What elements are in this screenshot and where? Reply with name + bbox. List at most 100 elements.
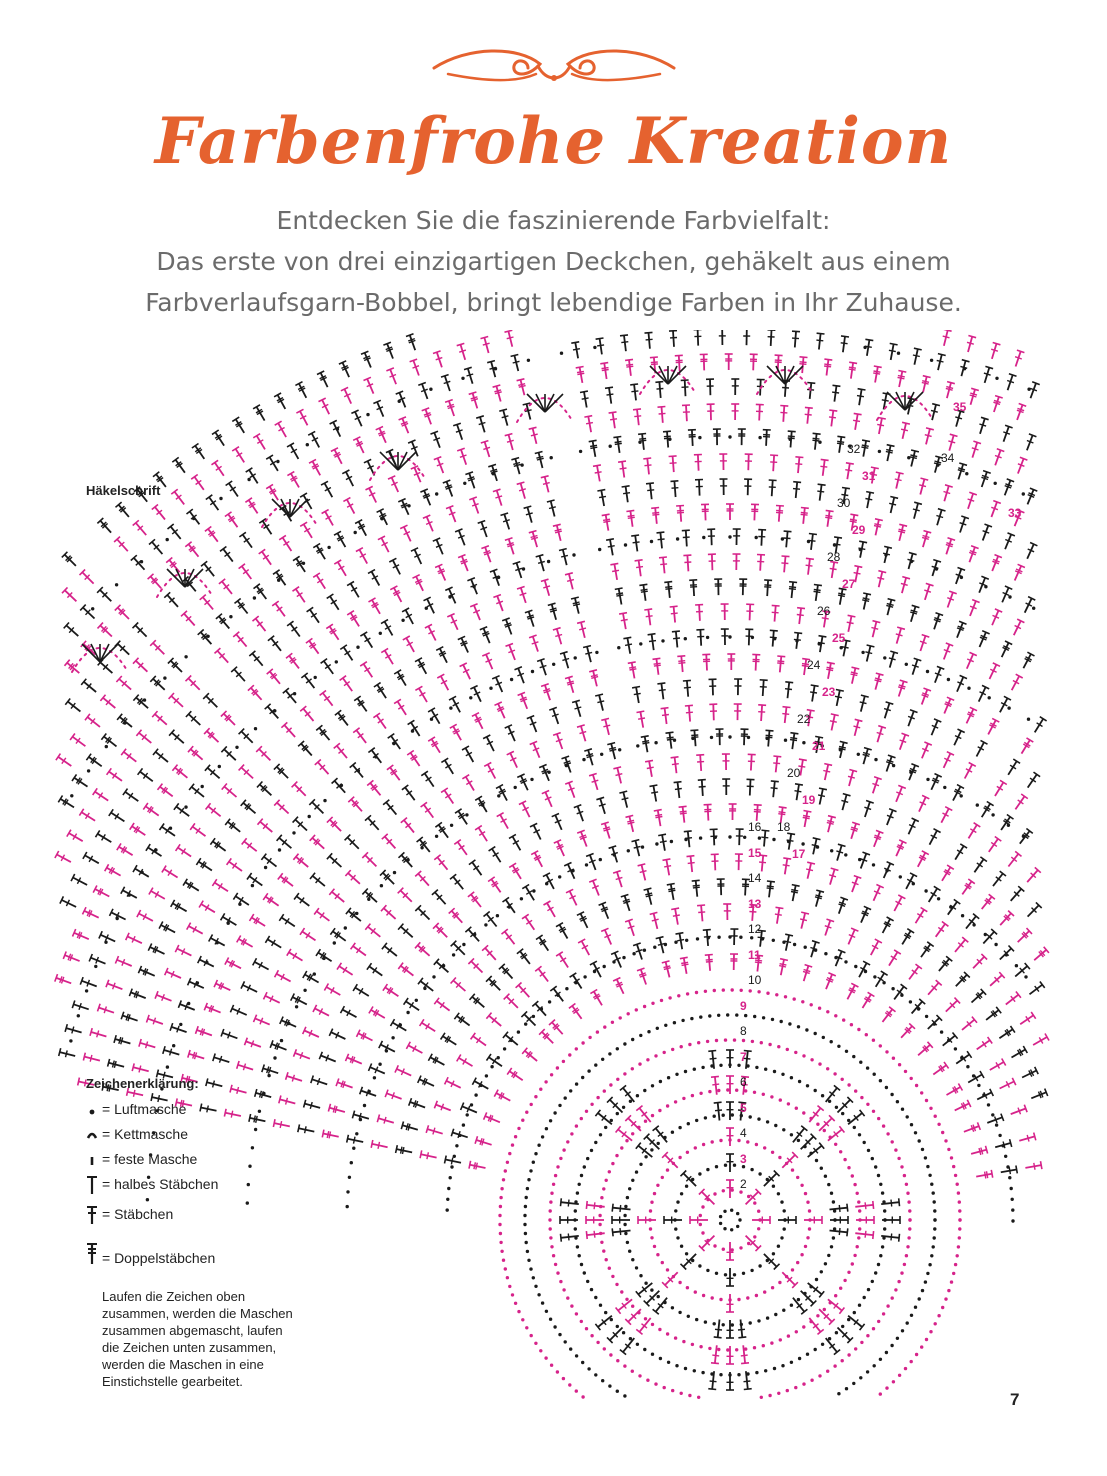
chain-stitch — [884, 1350, 889, 1355]
stitch-symbol — [199, 1103, 217, 1113]
stitch-symbol — [807, 1142, 825, 1158]
stitch-symbol — [88, 953, 106, 965]
stitch-symbol — [555, 922, 569, 939]
stitch-symbol — [619, 790, 629, 808]
chain-stitch — [765, 1316, 770, 1320]
stitch-symbol — [443, 1076, 462, 1089]
chain-stitch — [752, 1090, 757, 1095]
chain-stitch — [801, 842, 805, 846]
chain-stitch — [671, 1047, 675, 1052]
stitch-symbol — [824, 918, 835, 936]
chain-stitch — [590, 1102, 594, 1107]
chain-stitch — [279, 1038, 284, 1043]
chain-stitch — [827, 1182, 831, 1187]
stitch-symbol — [729, 953, 739, 971]
round-label: 27 — [842, 577, 856, 591]
stitch-symbol — [681, 529, 690, 547]
chain-stitch — [789, 1076, 794, 1080]
stitch-symbol — [1000, 640, 1013, 658]
chain-stitch — [741, 1165, 746, 1169]
stitch-symbol — [611, 1227, 631, 1237]
chain-stitch — [530, 669, 535, 674]
chain-stitch — [703, 989, 708, 993]
chain-stitch — [795, 639, 799, 643]
chain-stitch — [895, 1100, 900, 1104]
chain-stitch — [823, 1262, 828, 1266]
chain-stitch — [796, 1260, 800, 1265]
chain-stitch — [723, 1227, 727, 1231]
stitch-symbol — [596, 796, 606, 815]
chain-stitch — [778, 1098, 782, 1102]
stitch-symbol — [617, 460, 627, 478]
stitch-symbol — [54, 973, 72, 985]
chain-stitch — [810, 1378, 814, 1382]
stitch-symbol — [1028, 981, 1046, 996]
chain-stitch — [532, 889, 536, 893]
chain-stitch — [592, 969, 597, 974]
stitch-symbol — [817, 787, 828, 805]
stitch-symbol — [203, 1002, 221, 1014]
chain-stitch — [847, 1353, 851, 1357]
stitch-symbol — [1007, 850, 1022, 868]
chain-stitch — [931, 1191, 935, 1195]
stitch-symbol — [988, 662, 1001, 680]
stitch-symbol — [588, 772, 599, 791]
chain-stitch — [513, 785, 517, 790]
chain-stitch — [500, 1249, 504, 1254]
stitch-symbol — [286, 442, 300, 460]
stitch-symbol — [364, 814, 380, 831]
stitch-symbol — [148, 887, 166, 900]
chain-stitch — [692, 1067, 696, 1071]
stitch-symbol — [189, 822, 207, 837]
chain-stitch — [953, 1262, 958, 1267]
stitch-symbol — [1025, 1161, 1043, 1170]
scallop-stitch — [784, 365, 795, 385]
chain-stitch — [958, 1218, 962, 1222]
chain-stitch — [294, 1005, 299, 1009]
stitch-symbol — [987, 717, 1000, 735]
stitch-symbol — [601, 513, 611, 531]
stitch-symbol — [910, 998, 926, 1015]
chain-stitch — [803, 1191, 808, 1196]
chain-stitch — [609, 1353, 613, 1357]
stitch-symbol — [258, 517, 273, 535]
stitch-symbol — [457, 635, 469, 653]
chain-stitch — [708, 1346, 712, 1351]
stitch-symbol — [649, 911, 659, 930]
stitch-symbol — [300, 672, 316, 689]
chain-stitch — [508, 1151, 512, 1156]
stitch-symbol — [713, 1319, 723, 1339]
chain-stitch — [561, 1376, 566, 1381]
chain-stitch — [91, 607, 95, 611]
chain-stitch — [750, 936, 754, 940]
stitch-symbol — [96, 1003, 115, 1014]
chain-stitch — [818, 440, 822, 444]
chain-stitch — [145, 1198, 150, 1202]
stitch-symbol — [889, 495, 899, 514]
stitch-symbol — [982, 928, 998, 945]
stitch-symbol — [681, 404, 691, 422]
chain-stitch — [960, 914, 965, 918]
round-label: 29 — [852, 523, 866, 537]
stitch-symbol — [203, 727, 220, 743]
stitch-symbol — [885, 443, 895, 462]
chain-stitch — [262, 1091, 266, 1096]
chain-stitch — [841, 1111, 845, 1116]
stitch-symbol — [383, 341, 394, 359]
stitch-symbol — [726, 1179, 734, 1198]
stitch-symbol — [635, 1317, 652, 1336]
stitch-symbol — [113, 536, 129, 552]
stitch-symbol — [104, 863, 122, 877]
stitch-symbol — [938, 955, 953, 972]
chain-stitch — [802, 1325, 806, 1329]
chain-stitch — [217, 764, 221, 769]
chain-stitch — [537, 1143, 541, 1147]
chain-stitch — [726, 1088, 730, 1092]
stitch-symbol — [877, 569, 887, 588]
chain-stitch — [392, 870, 397, 875]
stitch-symbol — [373, 681, 387, 699]
chain-stitch — [911, 882, 915, 886]
stitch-symbol — [895, 839, 907, 857]
chain-stitch — [905, 1115, 909, 1119]
chain-stitch — [746, 1372, 750, 1376]
